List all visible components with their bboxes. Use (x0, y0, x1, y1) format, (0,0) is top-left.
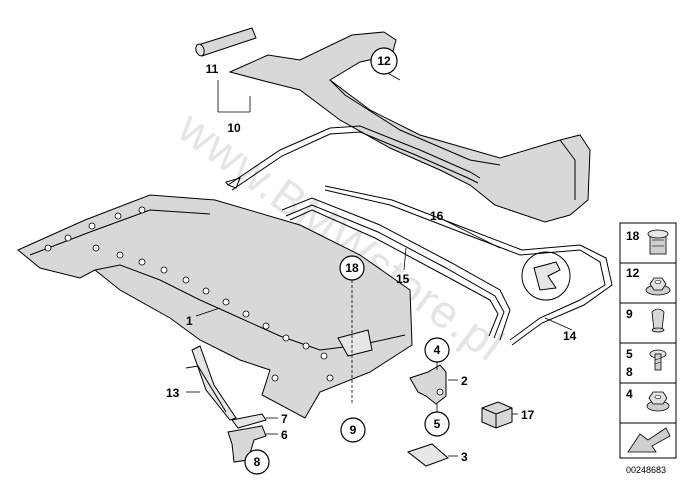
callout-15: 15 (396, 272, 410, 286)
rivet-nut-icon (647, 229, 669, 255)
callout-6: 6 (281, 428, 288, 442)
callout-7: 7 (281, 412, 288, 426)
callout-8: 8 (254, 455, 261, 469)
callout-8-circle (244, 449, 270, 475)
part-1-headliner-panel (17, 194, 413, 419)
legend-cell-9 (619, 302, 677, 344)
legend-label-18: 18 (626, 229, 640, 243)
legend-label-8: 8 (626, 365, 633, 379)
part-11-tube (195, 27, 257, 57)
callout-9: 9 (350, 423, 357, 437)
detail-circle-bracket (521, 251, 571, 301)
callout-3: 3 (461, 450, 468, 464)
document-number: 00248683 (626, 465, 666, 475)
fastener-legend: 18 12 9 5 8 4 (619, 222, 677, 459)
part-13-strap (185, 345, 237, 421)
arrow-direction-icon (627, 427, 671, 453)
part-17-foam-block (481, 401, 513, 429)
callout-9-circle (340, 417, 366, 443)
legend-label-5: 5 (626, 347, 633, 361)
part-6-7-bracket (227, 413, 267, 463)
part-seal-upper (225, 125, 481, 191)
callout-4-circle (424, 337, 450, 363)
callout-4: 4 (434, 343, 441, 357)
callout-1: 1 (186, 314, 193, 328)
callout-5: 5 (434, 417, 441, 431)
leader-lines (186, 71, 573, 457)
legend-label-9: 9 (626, 307, 633, 321)
part-15-16-frame-rails (281, 185, 613, 346)
torx-screw-icon (649, 349, 667, 371)
legend-cell-12 (619, 262, 677, 304)
legend-label-4: 4 (626, 387, 633, 401)
callout-16: 16 (430, 209, 444, 223)
callout-14: 14 (563, 329, 577, 343)
callout-5-circle (424, 411, 450, 437)
callout-12-circle (370, 47, 398, 75)
callout-2: 2 (461, 374, 468, 388)
part-3-plate (406, 443, 449, 467)
legend-label-12: 12 (626, 266, 640, 280)
hex-nut-icon (646, 391, 670, 412)
hex-nut-flange-icon (645, 277, 671, 296)
plastic-plug-icon (651, 308, 665, 333)
callout-18-circle (339, 255, 365, 281)
callout-18: 18 (345, 261, 359, 275)
callout-17: 17 (521, 408, 535, 422)
part-12-upper-lining (228, 31, 591, 223)
callout-labels: 1 2 3 4 5 6 7 8 9 10 11 12 13 14 15 16 1… (166, 47, 577, 475)
callout-12: 12 (377, 54, 391, 68)
callout-13: 13 (166, 386, 180, 400)
callout-11: 11 (206, 62, 219, 76)
part-2-hinge-bracket (409, 364, 447, 405)
callout-10: 10 (227, 121, 241, 135)
